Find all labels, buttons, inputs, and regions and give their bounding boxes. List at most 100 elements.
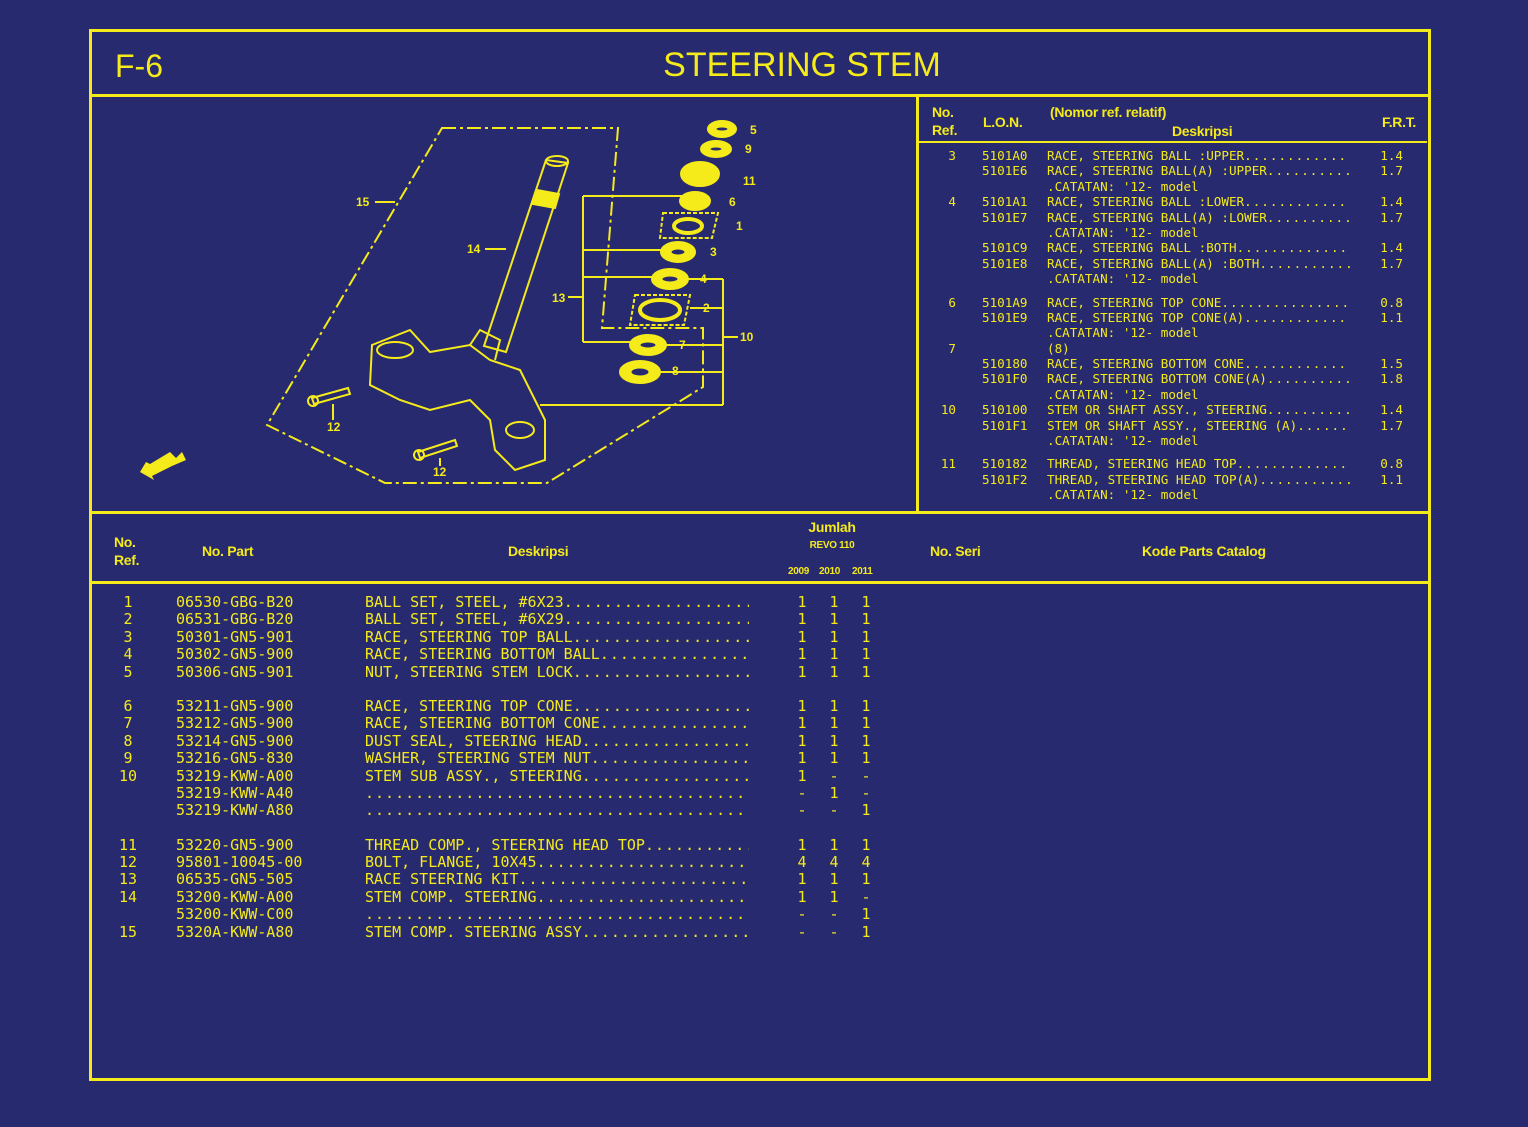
part-description xyxy=(365,906,749,923)
ref-no xyxy=(920,487,956,502)
ref-description-text: RACE, STEERING BALL :LOWER xyxy=(1047,194,1245,210)
ref-no: 3 xyxy=(123,627,133,646)
parts-table-row[interactable]: 53200-KWW-C00--1 xyxy=(110,905,900,924)
ref-no: 6 xyxy=(123,696,133,715)
qty-2010: 1 xyxy=(829,714,839,733)
divider xyxy=(916,94,919,514)
frt-value: 1.7 xyxy=(1380,209,1403,225)
part-description: RACE STEERING KIT xyxy=(365,871,749,888)
frt-value xyxy=(1350,487,1403,502)
part-description: BALL SET, STEEL, #6X23 xyxy=(365,594,749,611)
part-number: 50301-GN5-901 xyxy=(176,627,294,646)
qty-2009: 1 xyxy=(797,835,807,854)
ref-description-text: .CATATAN: '12- model xyxy=(1047,178,1199,194)
dot-leader xyxy=(582,733,749,750)
qty-2009: 1 xyxy=(797,662,807,681)
part-number: 53200-KWW-A00 xyxy=(176,887,294,906)
part-description: RACE, STEERING TOP CONE xyxy=(365,698,749,715)
ref-description-text: THREAD, STEERING HEAD TOP(A) xyxy=(1047,471,1260,487)
part-description-text: BALL SET, STEEL, #6X29 xyxy=(365,611,564,629)
ref-no xyxy=(920,418,956,433)
ref-no: 10 xyxy=(940,402,956,418)
divider xyxy=(919,141,1427,143)
dot-leader xyxy=(1267,210,1350,225)
frt-value: 1.1 xyxy=(1380,309,1403,325)
qty-2011: - xyxy=(861,887,871,906)
parts-table-row[interactable]: 53219-KWW-A80--1 xyxy=(110,801,900,819)
ref-description-text: RACE, STEERING BALL :UPPER xyxy=(1047,148,1245,163)
ref-no: 3 xyxy=(948,148,956,163)
dot-leader xyxy=(1199,387,1350,402)
ref-no: 15 xyxy=(118,922,138,941)
stem-tube xyxy=(482,158,570,354)
dot-leader xyxy=(1259,256,1350,271)
qty-2011: 1 xyxy=(861,593,871,611)
callout-8: 8 xyxy=(672,364,679,378)
qty-2010: 1 xyxy=(829,627,839,646)
qty-2010: 1 xyxy=(829,749,839,768)
ref-description-text: RACE, STEERING TOP CONE xyxy=(1047,294,1222,310)
parts-table-row[interactable]: 53219-KWW-A40-1- xyxy=(110,784,900,802)
dot-leader xyxy=(564,611,749,628)
ref-table-row: .CATATAN: '12- model xyxy=(920,387,1425,402)
ref-no xyxy=(920,240,956,255)
qty-2011: 1 xyxy=(861,922,871,941)
ref-no xyxy=(920,163,956,178)
part-description: STEM COMP. STEERING xyxy=(365,889,749,906)
frt-value: 1.4 xyxy=(1380,240,1403,256)
lon-code xyxy=(982,433,1040,448)
frt-value xyxy=(1350,179,1403,194)
ref-description: .CATATAN: '12- model xyxy=(1047,433,1350,448)
part-number: 06530-GBG-B20 xyxy=(176,593,294,611)
year-header-2010: 2010 xyxy=(819,566,841,577)
callout-4: 4 xyxy=(700,272,707,286)
ref-no: 9 xyxy=(123,749,133,768)
ref-description-text: .CATATAN: '12- model xyxy=(1047,325,1199,341)
frt-value: 1.4 xyxy=(1380,194,1403,210)
lon-code xyxy=(982,487,1040,502)
part-description-text: NUT, STEERING STEM LOCK xyxy=(365,663,573,681)
qty-2010: - xyxy=(829,766,839,785)
callout-5: 5 xyxy=(750,123,757,137)
dot-leader xyxy=(573,664,749,681)
part-description-text: WASHER, STEERING STEM NUT xyxy=(365,750,591,768)
part-number: 50306-GN5-901 xyxy=(176,662,294,681)
ref-table-row: .CATATAN: '12- model xyxy=(920,433,1425,448)
frt-value: 0.8 xyxy=(1380,456,1403,472)
ref-no: 4 xyxy=(948,194,956,210)
part-description-text: BOLT, FLANGE, 10X45 xyxy=(365,854,537,872)
qty-2011: 1 xyxy=(861,731,871,750)
callout-6: 6 xyxy=(729,195,736,209)
part-number: 53200-KWW-C00 xyxy=(176,905,294,924)
divider xyxy=(89,511,1429,514)
ref-description-text: .CATATAN: '12- model xyxy=(1047,433,1199,449)
part-description: STEM SUB ASSY., STEERING xyxy=(365,768,749,785)
part-description: DUST SEAL, STEERING HEAD xyxy=(365,733,749,750)
ref-description-text: .CATATAN: '12- model xyxy=(1047,271,1199,287)
ref-no: 7 xyxy=(123,714,133,733)
